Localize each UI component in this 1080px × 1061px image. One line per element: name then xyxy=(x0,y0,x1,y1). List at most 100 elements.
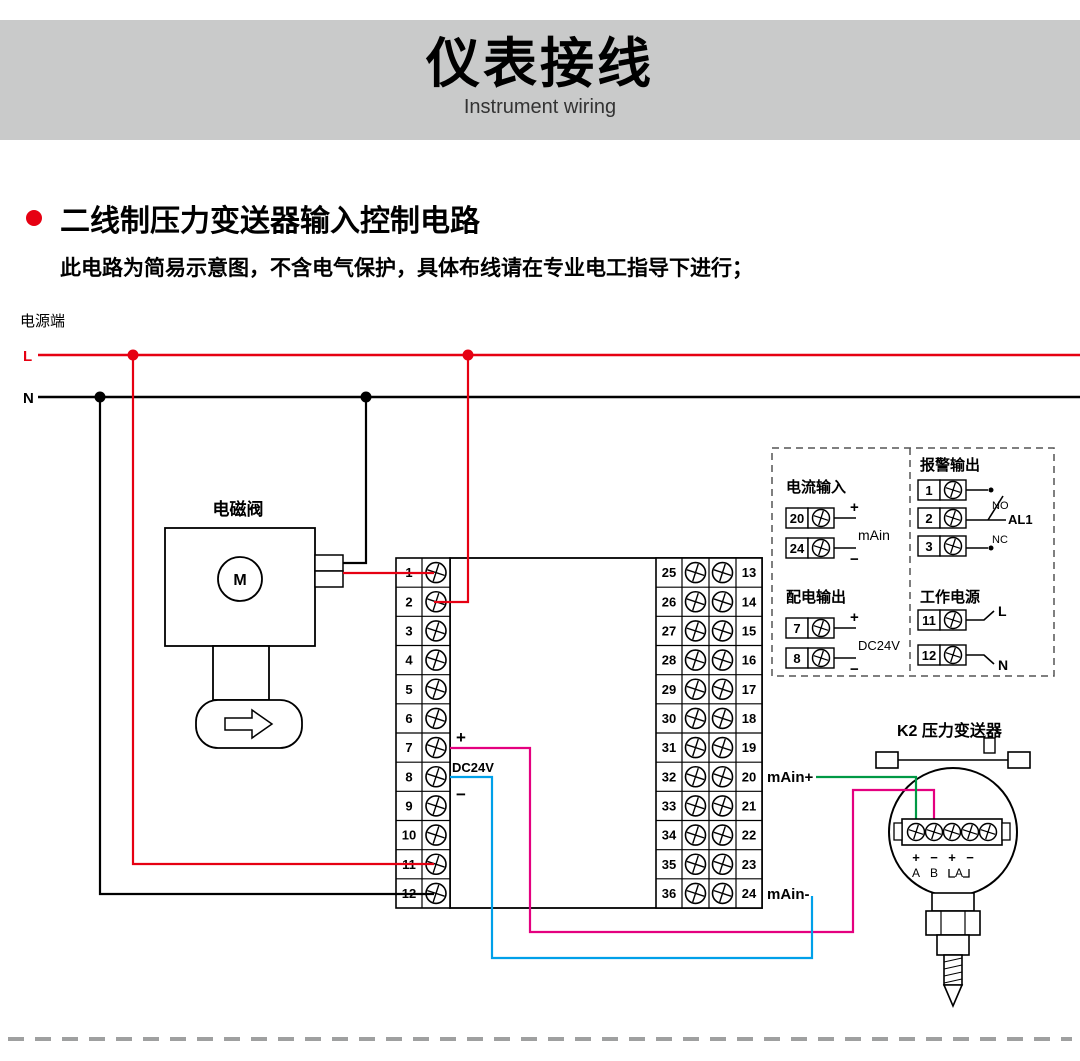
dc24v-unit-label: DC24V xyxy=(858,638,900,653)
terminal-number: 28 xyxy=(662,653,676,668)
terminal-a-label: A xyxy=(912,866,920,880)
line-n-label: N xyxy=(23,390,34,407)
terminal-number: 1 xyxy=(925,483,932,498)
terminal-number: 31 xyxy=(662,740,676,755)
terminal-number: 36 xyxy=(662,886,676,901)
terminal-number: 14 xyxy=(742,594,757,609)
terminal-number: 24 xyxy=(790,541,805,556)
ground-bracket-icon xyxy=(948,869,955,878)
wire-24v-minus-cyan xyxy=(450,775,814,960)
wire-main-plus-green xyxy=(816,775,918,822)
terminal-number: 4 xyxy=(405,653,413,668)
section-title: 报警输出 xyxy=(920,456,980,474)
terminal-number: 2 xyxy=(405,594,412,609)
terminal-number: 34 xyxy=(662,828,677,843)
power-rails: 电源端 L N xyxy=(20,313,1080,407)
polarity-minus: − xyxy=(850,661,859,678)
terminal-number: 18 xyxy=(742,711,756,726)
section-heading: 二线制压力变送器输入控制电路 xyxy=(60,205,480,238)
terminal-number: 2 xyxy=(925,511,932,526)
title-banner: 仪表接线 Instrument wiring xyxy=(0,20,1080,140)
section-title: 工作电源 xyxy=(920,588,980,606)
terminal-number: 24 xyxy=(742,886,757,901)
main-unit-label: mAin xyxy=(858,527,890,543)
terminal-number: 35 xyxy=(662,857,676,872)
polarity-plus: + xyxy=(850,499,859,516)
power-dist-section: 配电输出 7 + DC24V 8 − xyxy=(785,588,900,678)
terminal-number: 26 xyxy=(662,594,676,609)
wire-live-to-terminal2 xyxy=(434,355,470,604)
relay-arm xyxy=(987,495,1004,521)
terminal-number: 33 xyxy=(662,798,676,813)
terminal-number: 7 xyxy=(793,621,800,636)
current-input-section: 电流输入 20 + mAin 24 − xyxy=(785,478,890,568)
probe-tip xyxy=(942,984,964,1009)
terminal-number: 19 xyxy=(742,740,756,755)
solenoid-label: 电磁阀 xyxy=(213,499,264,519)
terminal-polarity: + xyxy=(912,850,920,865)
section-heading-row: 二线制压力变送器输入控制电路 xyxy=(26,196,480,240)
terminal-number: 7 xyxy=(405,740,412,755)
solenoid-valve: 电磁阀 M xyxy=(164,499,344,749)
page-title: 仪表接线 xyxy=(426,34,654,94)
power-terminal-label: 电源端 xyxy=(20,313,65,330)
terminal-number: 6 xyxy=(405,711,412,726)
terminal-polarity: − xyxy=(966,850,974,865)
wire-24v-plus-magenta xyxy=(450,746,936,934)
terminal-number: 16 xyxy=(742,653,756,668)
terminal-number: 13 xyxy=(742,565,756,580)
terminal-number: 10 xyxy=(402,828,416,843)
dc24v-plus-label: + xyxy=(456,728,466,747)
main-plus-label: mAin+ xyxy=(767,769,814,786)
section-note: 此电路为简易示意图，不含电气保护，具体布线请在专业电工指导下进行； xyxy=(60,257,753,280)
terminal-number: 9 xyxy=(405,798,412,813)
terminal-number: 3 xyxy=(925,539,932,554)
wire-live-to-terminal11 xyxy=(131,355,434,866)
terminal-number: 12 xyxy=(922,648,936,663)
terminal-number: 5 xyxy=(405,682,412,697)
terminal-b-label: B xyxy=(930,866,938,880)
wire-neutral-to-terminal12 xyxy=(98,397,434,896)
transmitter-terminals: + − + − A B A xyxy=(893,818,1011,1009)
terminal-number: 22 xyxy=(742,828,756,843)
motor-label: M xyxy=(233,572,246,589)
terminal-number: 29 xyxy=(662,682,676,697)
terminal-number: 15 xyxy=(742,623,756,638)
al1-label: AL1 xyxy=(1008,512,1033,527)
terminal-polarity: − xyxy=(930,850,938,865)
l-label: L xyxy=(998,603,1007,619)
terminal-number: 23 xyxy=(742,857,756,872)
flow-arrow-icon xyxy=(224,708,274,740)
no-contact-label: NO xyxy=(992,500,1009,512)
transmitter-label: K2 压力变送器 xyxy=(897,721,1003,740)
terminal-number: 11 xyxy=(922,613,936,628)
alarm-output-section: 报警输出 1 2 3 NO NC xyxy=(917,456,1033,557)
terminal-number: 25 xyxy=(662,565,676,580)
work-power-section: 工作电源 11 L 12 N xyxy=(917,588,1008,673)
main-minus-label: mAin- xyxy=(767,886,810,903)
section-title: 配电输出 xyxy=(786,588,846,606)
page-subtitle: Instrument wiring xyxy=(463,96,617,118)
terminal-polarity: + xyxy=(948,850,956,865)
wires xyxy=(98,355,936,960)
terminal-number: 30 xyxy=(662,711,676,726)
polarity-minus: − xyxy=(850,551,859,568)
polarity-plus: + xyxy=(850,609,859,626)
dc24v-minus-label: − xyxy=(456,785,466,804)
line-l-label: L xyxy=(23,348,32,365)
terminal-number: 8 xyxy=(793,651,800,666)
terminal-number: 17 xyxy=(742,682,756,697)
pressure-transmitter: K2 压力变送器 xyxy=(875,721,1031,897)
ground-bracket-icon xyxy=(963,869,970,878)
terminal-number: 27 xyxy=(662,623,676,638)
io-panel: 电流输入 20 + mAin 24 − 配电输出 7 xyxy=(771,447,1055,678)
n-label: N xyxy=(998,657,1008,673)
ground-a-label: A xyxy=(955,866,963,880)
nc-contact-label: NC xyxy=(992,534,1008,546)
dc24v-label: DC24V xyxy=(452,760,494,775)
solenoid-connector xyxy=(314,554,344,572)
